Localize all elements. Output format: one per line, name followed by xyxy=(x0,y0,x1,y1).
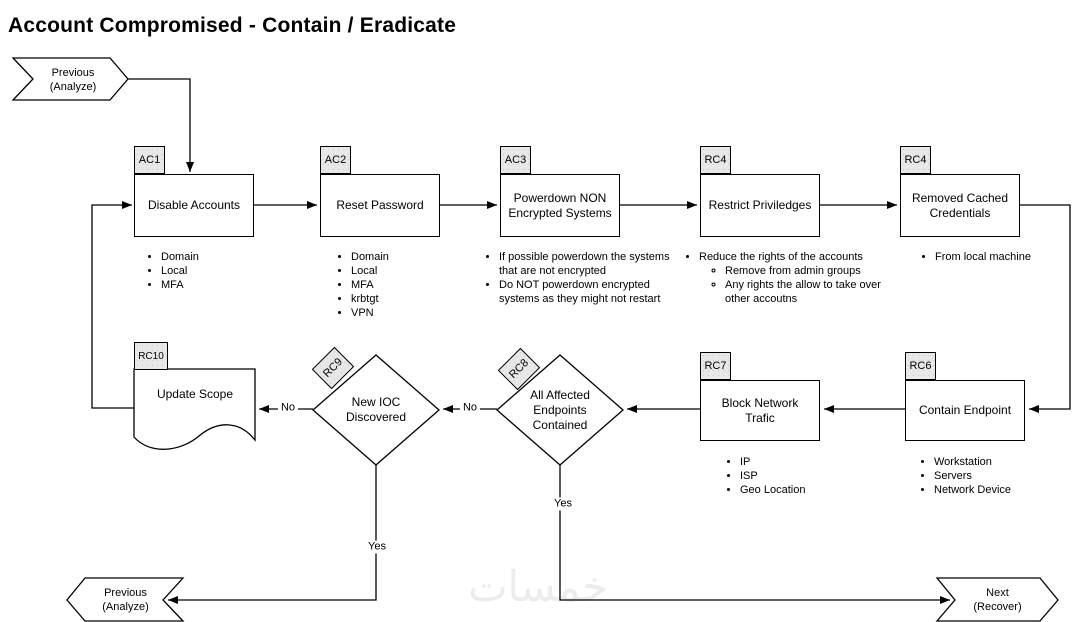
edge-label-no-rc9-rc10: No xyxy=(277,401,299,415)
edge-label-yes-rc8: Yes xyxy=(551,497,575,511)
tag-ac1: AC1 xyxy=(134,146,165,174)
previous-analyze-top-shape xyxy=(11,57,129,101)
bullet-item: MFA xyxy=(351,278,451,292)
tag-rc7: RC7 xyxy=(700,352,731,380)
node-restrict-priviledges: Restrict Priviledges xyxy=(700,174,820,237)
edge-update-scope-to-disable-accounts xyxy=(91,201,134,409)
previous-analyze-bottom-shape xyxy=(66,577,185,622)
restrict-priviledges-bullets: Reduce the rights of the accounts Remove… xyxy=(685,250,899,306)
update-scope-document-shape xyxy=(133,368,256,450)
bullet-item: From local machine xyxy=(935,250,1065,264)
edge-removed-cached-to-contain-endpoint xyxy=(1020,204,1071,413)
bullet-item: Reduce the rights of the accounts Remove… xyxy=(699,250,899,306)
node-reset-password: Reset Password xyxy=(320,174,440,237)
edge-label-no-rc8-rc9: No xyxy=(459,401,481,415)
edge-previous-to-disable-accounts xyxy=(128,78,194,172)
bullet-item: VPN xyxy=(351,306,451,320)
bullet-item: Domain xyxy=(161,250,261,264)
bullet-item: ISP xyxy=(740,469,860,483)
bullet-item: MFA xyxy=(161,278,261,292)
bullet-item: Servers xyxy=(934,469,1064,483)
page-title: Account Compromised - Contain / Eradicat… xyxy=(8,14,457,37)
bullet-item: Network Device xyxy=(934,483,1064,497)
edge-label-yes-rc9: Yes xyxy=(365,540,389,554)
tag-rc4-removed: RC4 xyxy=(900,146,931,174)
removed-cached-bullets: From local machine xyxy=(921,250,1065,264)
reset-password-bullets: Domain Local MFA krbtgt VPN xyxy=(337,250,451,320)
disable-accounts-bullets: Domain Local MFA xyxy=(147,250,261,292)
node-removed-cached-credentials: Removed Cached Credentials xyxy=(900,174,1020,237)
bullet-item: Local xyxy=(351,264,451,278)
bullet-item: Domain xyxy=(351,250,451,264)
bullet-item: If possible powerdown the systems that a… xyxy=(499,250,677,278)
bullet-item: krbtgt xyxy=(351,292,451,306)
tag-rc4-restrict: RC4 xyxy=(700,146,731,174)
restrict-priviledges-sub-bullets: Remove from admin groups Any rights the … xyxy=(699,264,899,306)
bullet-item: Remove from admin groups xyxy=(725,264,899,278)
node-contain-endpoint: Contain Endpoint xyxy=(905,380,1025,441)
node-block-network-trafic: Block Network Trafic xyxy=(700,380,820,441)
edge-new-ioc-yes-to-previous xyxy=(168,465,377,604)
tag-rc10: RC10 xyxy=(134,342,168,370)
bullet-item: Do NOT powerdown encrypted systems as th… xyxy=(499,278,677,306)
tag-ac3: AC3 xyxy=(500,146,531,174)
bullet-item: Local xyxy=(161,264,261,278)
tag-ac2: AC2 xyxy=(320,146,351,174)
tag-rc6: RC6 xyxy=(905,352,936,380)
bullet-item: Workstation xyxy=(934,455,1064,469)
bullet-text: Reduce the rights of the accounts xyxy=(699,251,863,263)
node-powerdown-non-encrypted: Powerdown NON Encrypted Systems xyxy=(500,174,620,237)
bullet-item: Any rights the allow to take over other … xyxy=(725,278,899,306)
block-network-bullets: IP ISP Geo Location xyxy=(726,455,860,497)
bullet-item: IP xyxy=(740,455,860,469)
powerdown-bullets: If possible powerdown the systems that a… xyxy=(485,250,677,306)
node-disable-accounts: Disable Accounts xyxy=(134,174,254,237)
bullet-item: Geo Location xyxy=(740,483,860,497)
contain-endpoint-bullets: Workstation Servers Network Device xyxy=(920,455,1064,497)
next-recover-shape xyxy=(935,577,1059,622)
